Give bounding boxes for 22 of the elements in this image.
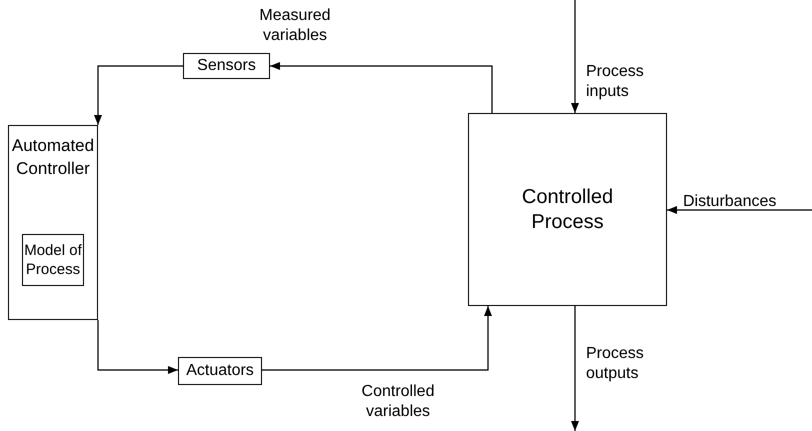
node-label: Model of Process (23, 241, 83, 279)
process-box (468, 113, 667, 306)
process-box (8, 125, 98, 320)
node-label: Controlled Process (520, 184, 614, 234)
arrow (270, 62, 493, 113)
node-label: Sensors (197, 56, 256, 76)
process-box (183, 53, 270, 79)
edge-label: Process outputs (586, 344, 645, 384)
process-box (178, 357, 262, 385)
arrow (94, 65, 183, 125)
arrow (97, 320, 178, 374)
node-label: Actuators (186, 361, 254, 381)
edge-label: Disturbances (683, 192, 778, 212)
arrow (667, 206, 812, 214)
arrow (262, 306, 492, 371)
arrow (571, 306, 579, 431)
process-box (22, 234, 84, 286)
edge-label: Controlled variables (360, 382, 436, 422)
node-label: Automated Controller (10, 135, 96, 180)
edge-label: Process inputs (586, 62, 645, 102)
edge-label: Measured variables (258, 6, 332, 46)
arrow (571, 0, 579, 113)
